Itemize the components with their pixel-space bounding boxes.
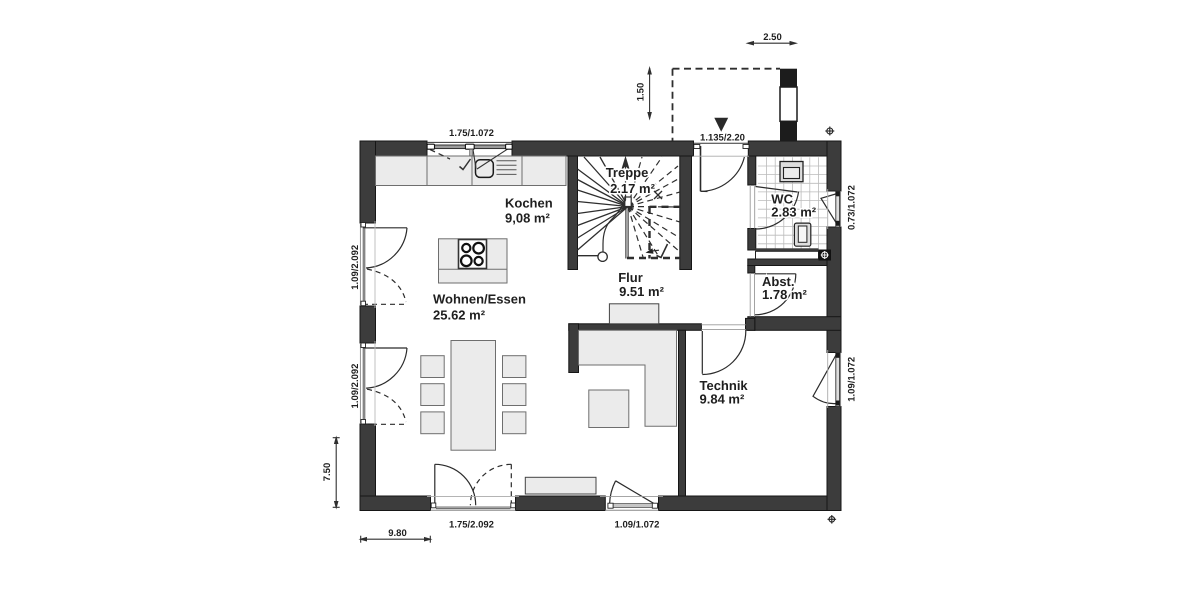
svg-text:Wohnen/Essen: Wohnen/Essen: [433, 292, 526, 307]
svg-text:Treppe: Treppe: [606, 165, 649, 180]
svg-text:1.09/2.092: 1.09/2.092: [350, 245, 361, 290]
svg-text:25.62 m²: 25.62 m²: [433, 308, 486, 323]
svg-text:Kochen: Kochen: [505, 196, 553, 211]
svg-text:Flur: Flur: [618, 270, 643, 285]
svg-text:Technik: Technik: [700, 378, 749, 393]
svg-text:9,08 m²: 9,08 m²: [505, 211, 550, 226]
svg-text:WC: WC: [771, 192, 793, 207]
svg-text:2.17 m²: 2.17 m²: [610, 181, 655, 196]
svg-text:9.84 m²: 9.84 m²: [700, 392, 745, 407]
svg-text:7.50: 7.50: [322, 463, 333, 482]
svg-text:Abst.: Abst.: [762, 274, 795, 289]
svg-text:1.75/2.092: 1.75/2.092: [449, 519, 494, 530]
svg-text:2.83 m²: 2.83 m²: [771, 205, 816, 220]
svg-text:9.51 m²: 9.51 m²: [619, 284, 664, 299]
svg-text:2.50: 2.50: [763, 32, 782, 43]
svg-text:1.78 m²: 1.78 m²: [762, 287, 807, 302]
svg-text:1.09/1.072: 1.09/1.072: [615, 519, 660, 530]
svg-text:1.09/2.092: 1.09/2.092: [350, 364, 361, 409]
svg-text:9.80: 9.80: [388, 528, 407, 539]
svg-text:1.50: 1.50: [635, 83, 646, 102]
svg-text:1.135/2.20: 1.135/2.20: [700, 133, 745, 144]
svg-text:1.09/1.072: 1.09/1.072: [847, 357, 858, 402]
svg-text:0.73/1.072: 0.73/1.072: [847, 185, 858, 230]
svg-text:1.75/1.072: 1.75/1.072: [449, 128, 494, 139]
